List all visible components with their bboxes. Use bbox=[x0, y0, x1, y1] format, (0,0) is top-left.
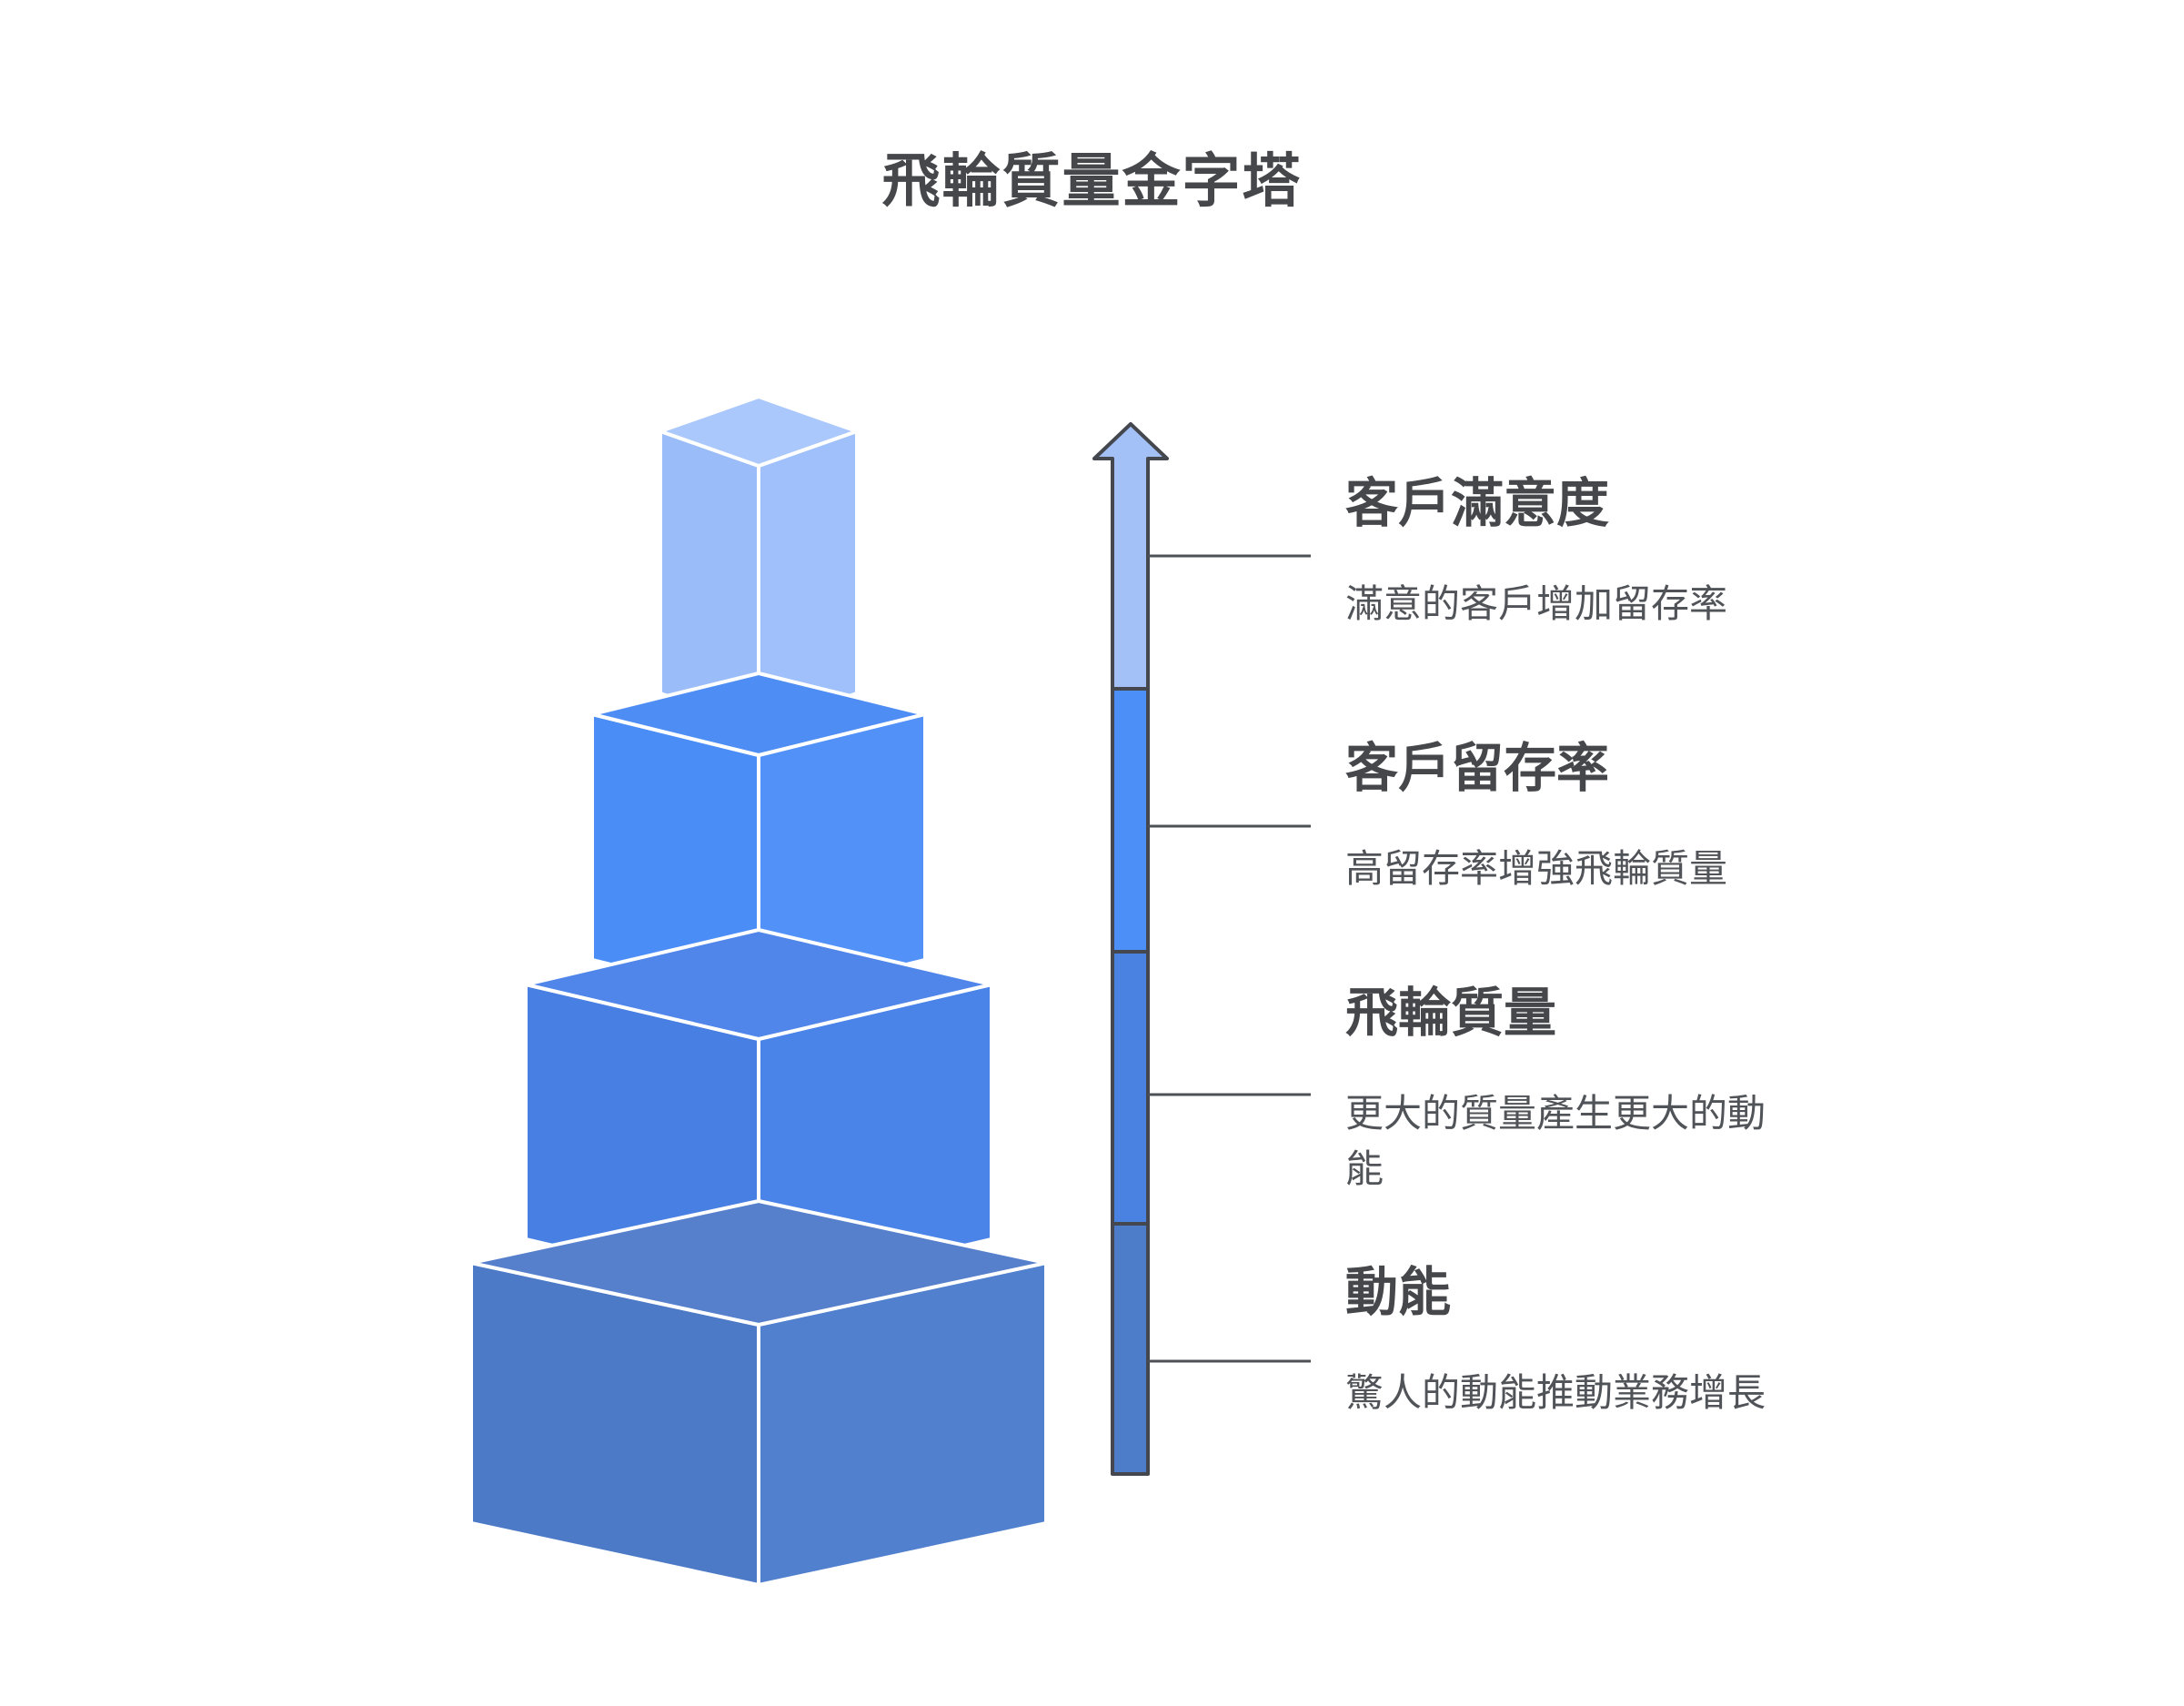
tier4-top-face bbox=[469, 1199, 1048, 1327]
arrow-segment-4 bbox=[1111, 1222, 1150, 1476]
level-3-label: 飛輪質量 更大的質量產生更大的動能 bbox=[1345, 984, 1800, 1196]
level-2-label: 客戶留存率 高留存率增強飛輪質量 bbox=[1345, 739, 1800, 897]
level-1-label: 客戶滿意度 滿意的客戶增加留存率 bbox=[1345, 474, 1800, 632]
diagram-title: 飛輪質量金字塔 bbox=[881, 148, 1303, 214]
level-4-description: 驚人的動能推動業務增長 bbox=[1345, 1370, 1766, 1414]
level-2-heading: 客戶留存率 bbox=[1345, 739, 1610, 798]
tier3-top-face bbox=[524, 928, 993, 1041]
level-3-description: 更大的質量產生更大的動能 bbox=[1345, 1091, 1766, 1190]
tier2-top-face bbox=[590, 671, 927, 757]
tier1-top-face bbox=[659, 395, 859, 468]
pyramid-tier-4-block bbox=[469, 1199, 1048, 1587]
level-1-heading: 客戶滿意度 bbox=[1345, 474, 1610, 533]
level-1-description: 滿意的客戶增加留存率 bbox=[1345, 581, 1728, 625]
level-4-label: 動能 驚人的動能推動業務增長 bbox=[1345, 1263, 1800, 1421]
pyramid-tier-2-block bbox=[590, 671, 927, 1003]
level-4-heading: 動能 bbox=[1345, 1263, 1452, 1322]
momentum-up-arrow bbox=[1092, 422, 1311, 1476]
arrow-segment-2 bbox=[1111, 687, 1150, 954]
level-2-description: 高留存率增強飛輪質量 bbox=[1345, 846, 1728, 890]
level-3-heading: 飛輪質量 bbox=[1345, 984, 1557, 1043]
arrow-segment-3 bbox=[1111, 950, 1150, 1226]
